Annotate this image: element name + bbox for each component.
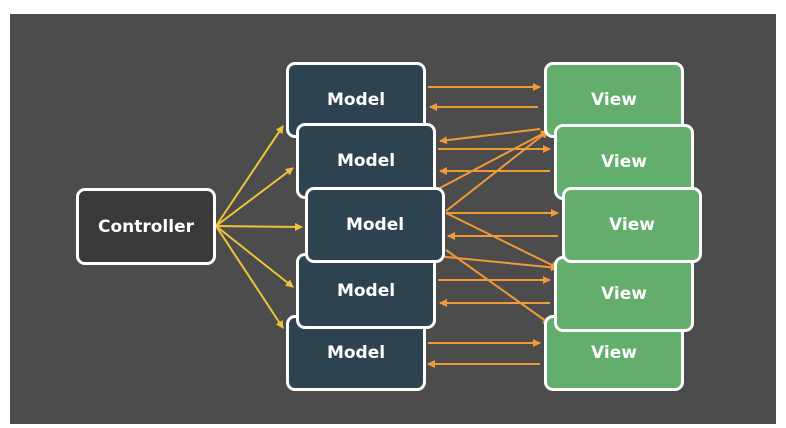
view-box-3: View (562, 187, 702, 263)
model-view-arrow-13 (439, 130, 549, 189)
controller-to-model-arrow-2 (215, 167, 294, 227)
controller-to-model-arrow-1 (215, 125, 284, 227)
model-box-2: Model (296, 123, 436, 199)
controller-box: Controller (76, 188, 216, 265)
view-label: View (591, 343, 637, 363)
controller-label: Controller (97, 216, 194, 237)
model-view-arrow-15 (435, 255, 559, 272)
controller-to-model-arrow-5 (215, 225, 284, 329)
model-view-arrow-3 (439, 128, 541, 145)
view-box-4: View (554, 256, 694, 332)
model-label: Model (336, 281, 396, 301)
model-label: Model (345, 215, 405, 235)
model-label: Model (336, 151, 396, 171)
model-view-arrow-16 (445, 249, 551, 325)
controller-to-model-arrow-4 (215, 225, 294, 288)
model-label: Model (326, 343, 386, 363)
model-view-arrow-12 (445, 130, 549, 212)
view-label: View (601, 284, 647, 304)
model-box-4: Model (296, 253, 436, 329)
view-label: View (591, 90, 637, 110)
controller-to-model-arrow-3 (215, 222, 303, 231)
model-view-arrow-14 (445, 212, 559, 269)
view-label: View (609, 215, 655, 235)
view-label: View (601, 152, 647, 172)
model-label: Model (326, 90, 386, 110)
model-box-3: Model (305, 187, 445, 263)
